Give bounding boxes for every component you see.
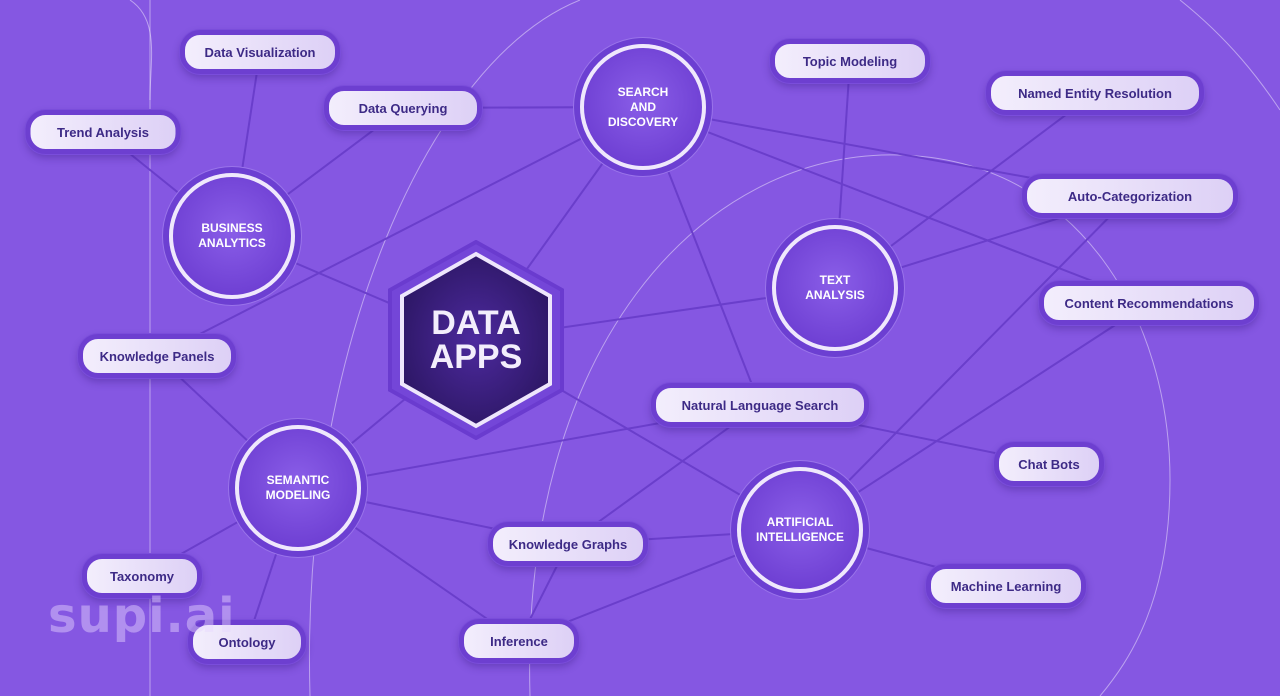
topic-pill-ontology[interactable]: Ontology xyxy=(188,620,306,664)
edge-ai-content xyxy=(799,302,1150,531)
edge-search-content xyxy=(642,106,1150,304)
category-node-ai[interactable]: ARTIFICIAL INTELLIGENCE xyxy=(737,467,863,593)
edge-ai-autocat xyxy=(799,195,1131,531)
topic-pill-kgraphs[interactable]: Knowledge Graphs xyxy=(488,522,648,566)
topic-pill-autocat[interactable]: Auto-Categorization xyxy=(1022,174,1238,218)
topic-pill-nls[interactable]: Natural Language Search xyxy=(651,383,869,427)
topic-pill-kpanels[interactable]: Knowledge Panels xyxy=(78,334,236,378)
topic-pill-ner[interactable]: Named Entity Resolution xyxy=(986,71,1204,115)
topic-pill-content[interactable]: Content Recommendations xyxy=(1039,281,1259,325)
category-node-business[interactable]: BUSINESS ANALYTICS xyxy=(169,173,295,299)
topic-pill-trend[interactable]: Trend Analysis xyxy=(25,110,181,154)
category-node-search[interactable]: SEARCH AND DISCOVERY xyxy=(580,44,706,170)
topic-pill-dataviz[interactable]: Data Visualization xyxy=(180,30,340,74)
supi-ai-logo: supi.ai xyxy=(48,588,236,644)
category-node-text[interactable]: TEXT ANALYSIS xyxy=(772,225,898,351)
edge-nls-kgraphs xyxy=(567,404,761,545)
data-apps-hub[interactable]: DATA APPS xyxy=(386,240,566,440)
topic-pill-chatbots[interactable]: Chat Bots xyxy=(994,442,1104,486)
topic-pill-inference[interactable]: Inference xyxy=(459,619,579,663)
hub-label: DATA APPS xyxy=(429,304,523,376)
category-node-semantic[interactable]: SEMANTIC MODELING xyxy=(235,425,361,551)
topic-pill-dataquery[interactable]: Data Querying xyxy=(324,86,482,130)
topic-pill-topic[interactable]: Topic Modeling xyxy=(770,39,930,83)
edge-kpanels-search xyxy=(156,106,644,357)
topic-pill-taxonomy[interactable]: Taxonomy xyxy=(82,554,202,598)
topic-pill-ml[interactable]: Machine Learning xyxy=(926,564,1086,608)
hexagon-icon xyxy=(388,240,564,440)
